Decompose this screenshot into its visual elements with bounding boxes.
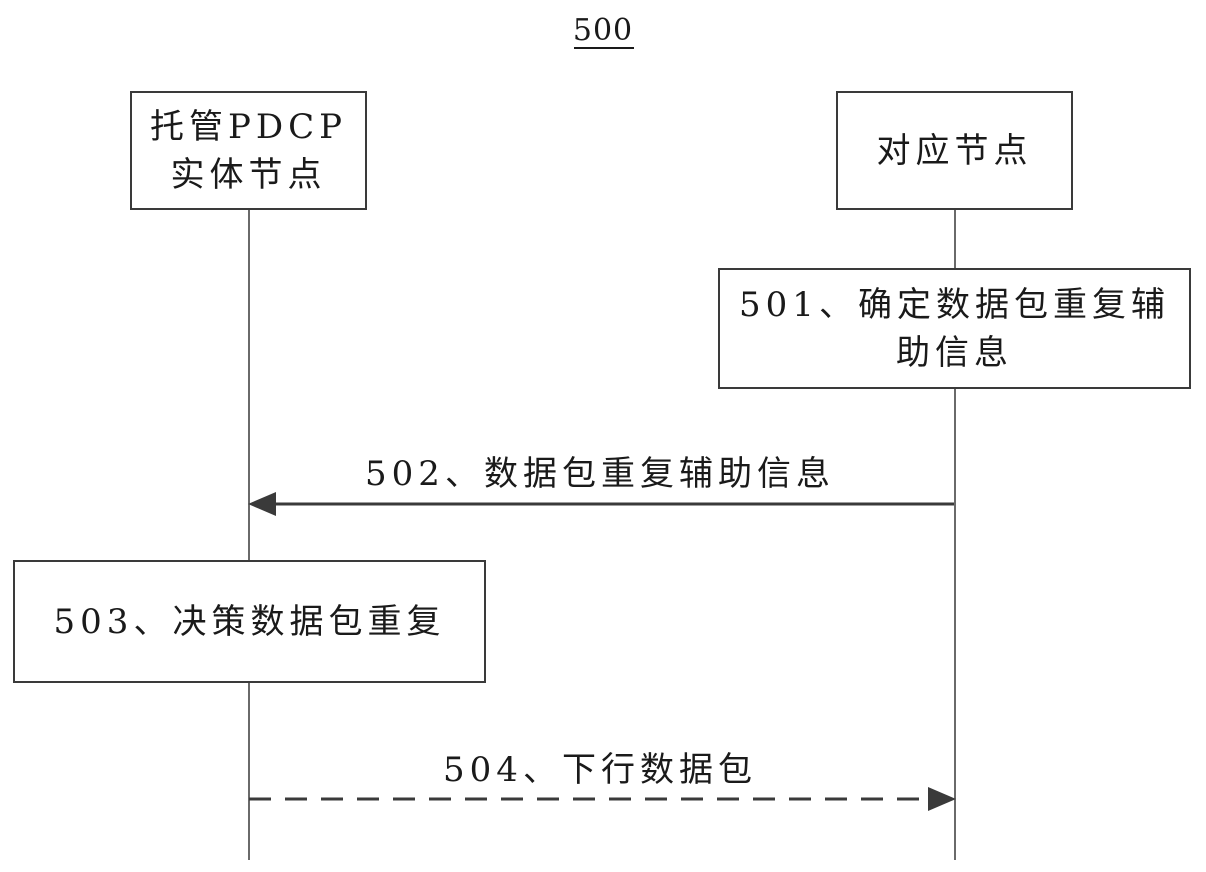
step-503-box: 503、决策数据包重复 — [13, 560, 486, 683]
lifeline-peer-node — [954, 208, 956, 860]
step-501-box: 501、确定数据包重复辅 助信息 — [718, 268, 1191, 389]
figure-number: 500 — [572, 13, 634, 48]
step-502-label: 502、数据包重复辅助信息 — [365, 454, 835, 494]
step-502-arrow — [248, 492, 954, 516]
lifeline-anchor-node — [248, 208, 250, 860]
step-503-label: 503、决策数据包重复 — [53, 601, 446, 642]
participant-peer-node: 对应节点 — [836, 91, 1073, 210]
participant-anchor-node: 托管PDCP 实体节点 — [130, 91, 367, 210]
participant-peer-label: 对应节点 — [876, 130, 1033, 171]
participant-anchor-label-line-1: 托管PDCP — [149, 106, 348, 147]
step-504-label: 504、下行数据包 — [443, 750, 757, 790]
participant-anchor-label-line-2: 实体节点 — [170, 154, 327, 195]
step-501-label-line-1: 501、确定数据包重复辅 — [739, 284, 1170, 325]
step-501-label-line-2: 助信息 — [896, 332, 1013, 373]
step-504-arrow — [249, 787, 956, 811]
figure-number-underline — [574, 47, 634, 49]
